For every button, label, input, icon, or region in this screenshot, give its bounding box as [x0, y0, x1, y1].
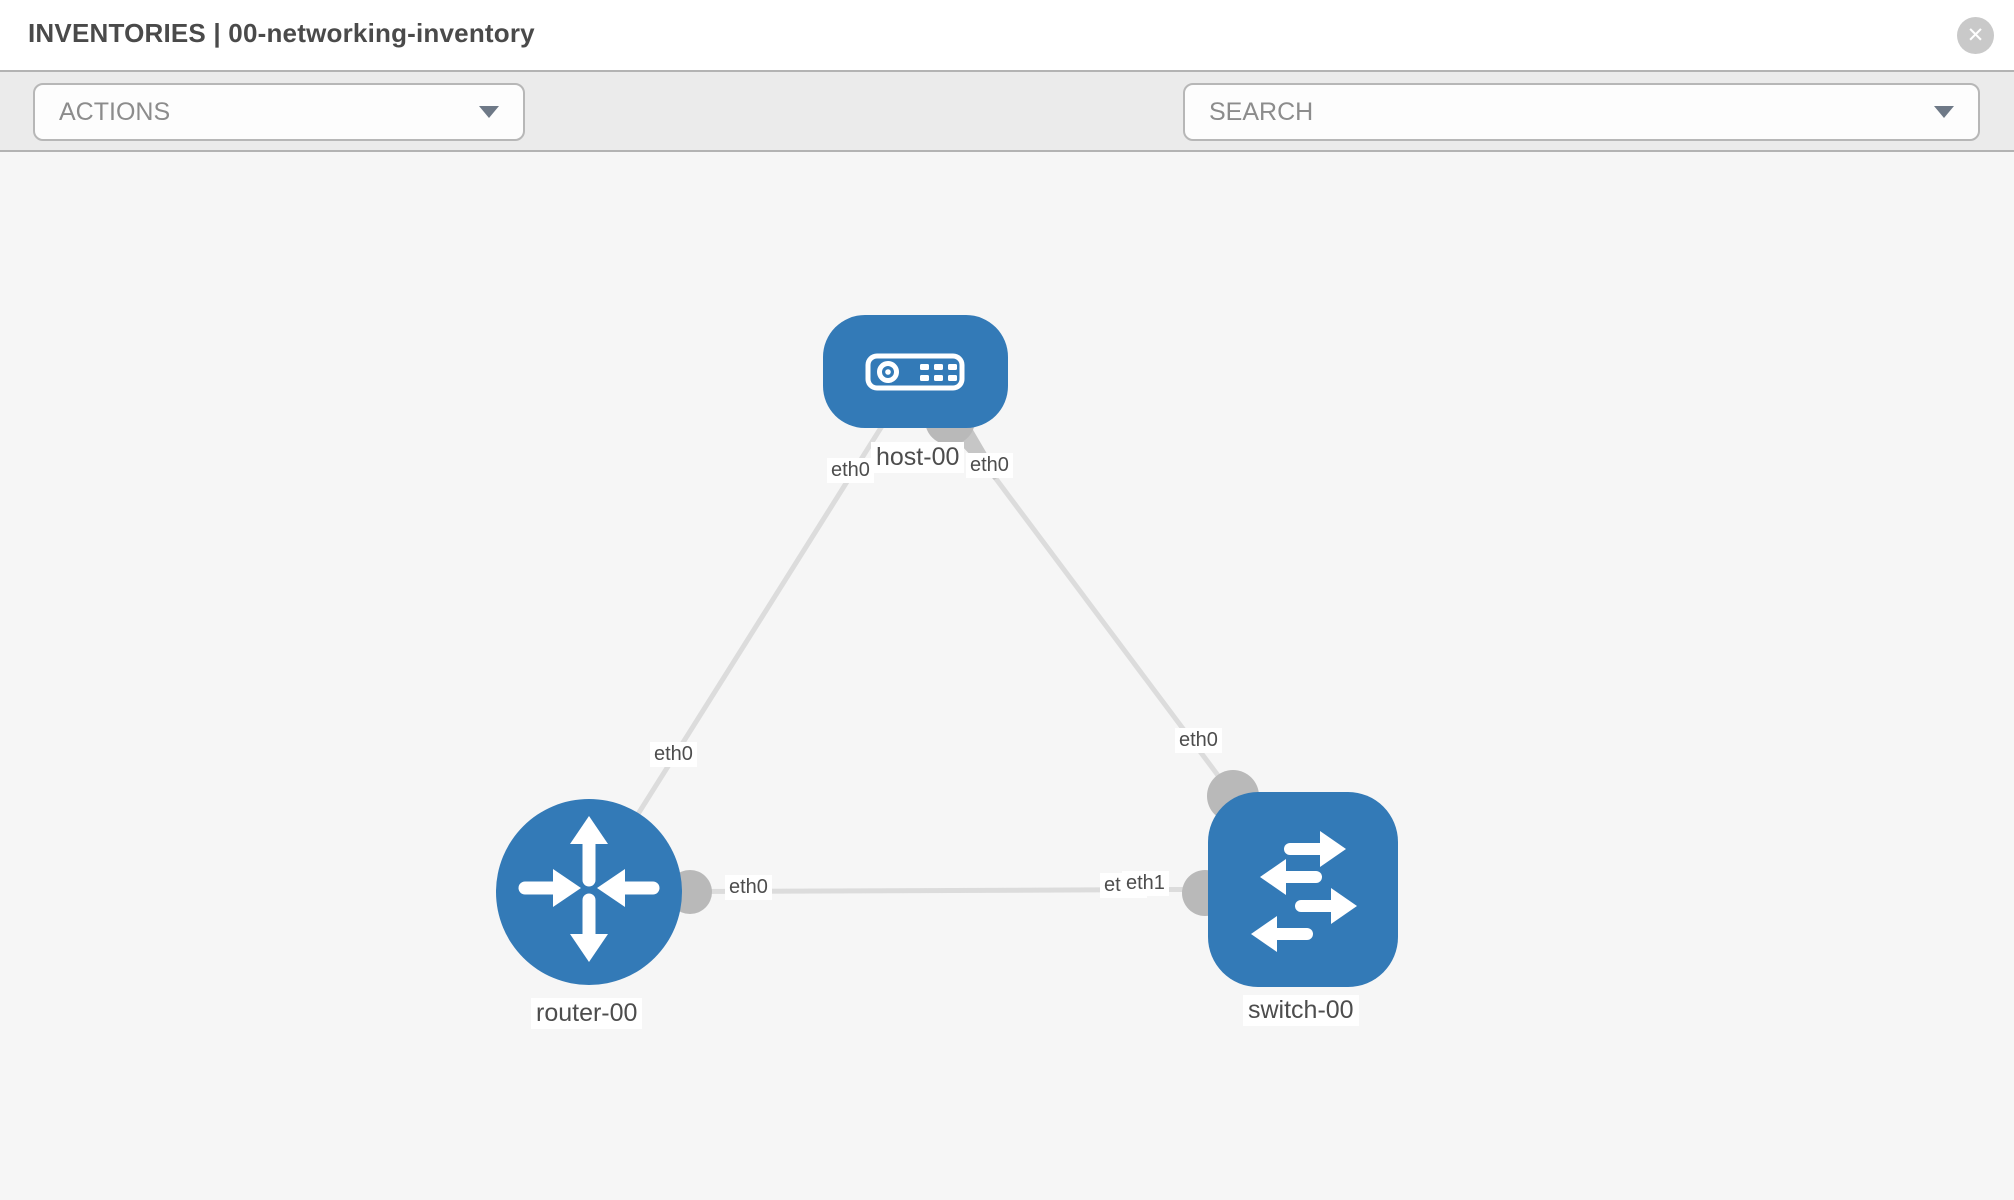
interface-label: eth0	[725, 875, 772, 900]
page-title: INVENTORIES | 00-networking-inventory	[28, 18, 535, 48]
topology-canvas[interactable]: eth0 eth0 eth0 eth0 eth0 eth1 eth1 host-…	[0, 152, 2014, 1200]
node-label-switch: switch-00	[1243, 995, 1359, 1026]
node-label-router: router-00	[531, 998, 643, 1029]
switch-icon	[1251, 831, 1357, 952]
close-icon[interactable]: ✕	[1957, 17, 1994, 54]
router-icon	[518, 816, 660, 962]
interface-label: eth1	[1122, 871, 1169, 896]
interface-label: eth0	[650, 742, 697, 767]
host-icon	[865, 353, 965, 391]
node-host-00[interactable]	[823, 315, 1008, 428]
chevron-down-icon	[1934, 106, 1954, 118]
actions-dropdown-label: ACTIONS	[59, 97, 171, 126]
interface-label: eth0	[966, 453, 1013, 478]
interface-label: eth0	[1175, 728, 1222, 753]
search-dropdown[interactable]: SEARCH	[1183, 83, 1980, 141]
node-label-host: host-00	[871, 442, 965, 473]
search-dropdown-label: SEARCH	[1209, 97, 1314, 126]
header-bar: INVENTORIES | 00-networking-inventory ✕	[0, 0, 2014, 72]
interface-label: eth0	[827, 458, 874, 483]
node-router-00[interactable]	[496, 799, 682, 985]
toolbar: ACTIONS SEARCH	[0, 72, 2014, 204]
actions-dropdown[interactable]: ACTIONS	[33, 83, 525, 141]
node-switch-00[interactable]	[1208, 792, 1398, 987]
chevron-down-icon	[479, 106, 499, 118]
